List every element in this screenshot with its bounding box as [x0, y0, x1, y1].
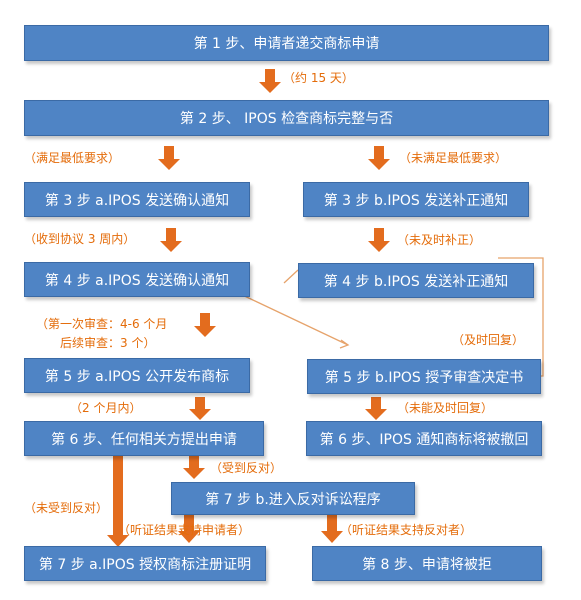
arrow-step1-to-step2 [259, 69, 281, 93]
note-not-opposed: （未受到反对） [24, 501, 109, 515]
box-step6a: 第 6 步、任何相关方提出申请 [24, 421, 264, 456]
note-later-review: 后续审查：3 个） [60, 336, 156, 350]
box-step5a: 第 5 步 a.IPOS 公开发布商标 [24, 358, 250, 393]
box-step7b: 第 7 步 b.进入反对诉讼程序 [171, 482, 415, 515]
note-within-3-weeks: （收到协议 3 周内） [24, 232, 136, 246]
note-timely-reply: （及时回复） [452, 333, 525, 347]
arrow-step3b-to-step4b [368, 228, 390, 252]
note-first-review: （第一次审查：4-6 个月 [36, 317, 168, 331]
note-hearing-supports-applicant: （听证结果支持申请者） [118, 523, 251, 537]
note-not-meets-minimum: （未满足最低要求） [399, 151, 508, 165]
note-not-timely-fix: （未及时补正） [397, 233, 482, 247]
arrow-step2-to-step3a [158, 146, 180, 170]
arrow-step5a-to-step6a [189, 397, 211, 420]
box-step4b: 第 4 步 b.IPOS 发送补正通知 [298, 263, 534, 298]
arrow-step5b-to-step6b [365, 397, 387, 420]
box-step3b: 第 3 步 b.IPOS 发送补正通知 [303, 182, 529, 217]
note-hearing-supports-opponent: （听证结果支持反对者） [340, 523, 473, 537]
box-step3a: 第 3 步 a.IPOS 发送确认通知 [24, 182, 250, 217]
arrow-step6a-to-step7b [183, 455, 205, 479]
note-not-timely-reply: （未能及时回复） [397, 401, 494, 415]
note-opposed: （受到反对） [210, 461, 283, 475]
box-step5b: 第 5 步 b.IPOS 授予审查决定书 [307, 359, 541, 394]
connector-step4a-to-step5b [235, 291, 350, 349]
arrow-step4a-to-step5a [194, 313, 216, 337]
note-about-15-days: （约 15 天） [283, 71, 354, 85]
connector-step4b-to-step4a [283, 269, 299, 284]
note-within-2-months: （2 个月内） [70, 401, 142, 415]
box-step4a: 第 4 步 a.IPOS 发送确认通知 [24, 262, 250, 297]
box-step6b: 第 6 步、IPOS 通知商标将被撤回 [306, 421, 542, 456]
note-meets-minimum: （满足最低要求） [24, 151, 121, 165]
box-step7a: 第 7 步 a.IPOS 授权商标注册证明 [24, 546, 266, 581]
arrow-step2-to-step3b [368, 146, 390, 170]
arrow-step3a-to-step4a [160, 228, 182, 252]
box-step2: 第 2 步、 IPOS 检查商标完整与否 [24, 100, 549, 136]
box-step1: 第 1 步、申请者递交商标申请 [24, 25, 549, 61]
box-step8: 第 8 步、申请将被拒 [312, 546, 542, 581]
